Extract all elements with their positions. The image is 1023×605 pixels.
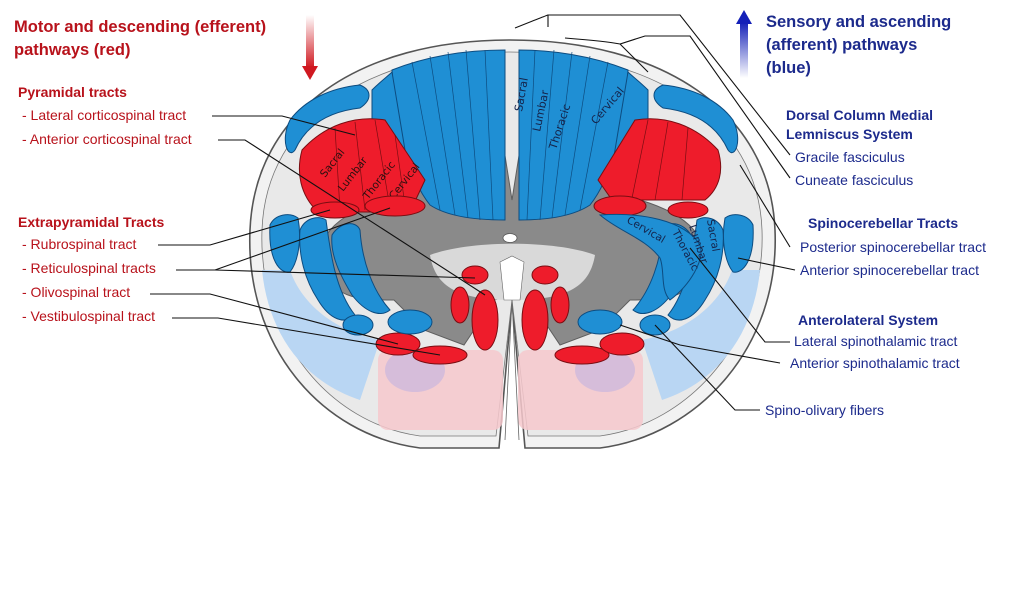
- central-canal: [502, 233, 518, 243]
- label-cuneate: Cuneate fasciculus: [795, 172, 914, 188]
- posterior-spinocerebellar-right: [653, 84, 739, 153]
- label-lateral-spinothalamic: Lateral spinothalamic tract: [794, 333, 958, 349]
- ascending-tracts: [269, 84, 754, 336]
- arrow-down-icon: [302, 15, 318, 80]
- anterolateral-right: [598, 213, 702, 301]
- right-segment-4: Sacral: [704, 218, 721, 252]
- anterior-corticospinal-right: [521, 289, 549, 351]
- dorsal-segment-1: Sacral: [512, 77, 531, 113]
- label-anterior-corticospinal: - Anterior corticospinal tract: [22, 131, 192, 147]
- spinocerebellar-heading: Spinocerebellar Tracts: [808, 215, 959, 231]
- arrow-up-icon: [736, 10, 752, 78]
- rubrospinal-right: [667, 201, 709, 219]
- efferent-title: Motor and descending (efferent) pathways…: [14, 16, 304, 62]
- afferent-title-line-2: (afferent) pathways: [766, 36, 918, 54]
- lateral-spinothalamic-right: [577, 309, 623, 335]
- afferent-title-line-3: (blue): [766, 59, 811, 77]
- lateral-corticospinal-right: [597, 118, 722, 201]
- label-vestibulospinal: - Vestibulospinal tract: [22, 308, 156, 324]
- leader-lines-left: [150, 115, 486, 356]
- label-posterior-spinocerebellar: Posterior spinocerebellar tract: [800, 239, 986, 255]
- dcml-heading-line-2: Lemniscus System: [786, 126, 913, 142]
- anterior-corticospinal-left: [471, 289, 499, 351]
- label-gracile: Gracile fasciculus: [795, 149, 905, 165]
- posterior-spinocerebellar-left: [284, 84, 370, 153]
- dcml-heading-line-1: Dorsal Column Medial: [786, 107, 934, 123]
- afferent-title-line-1: Sensory and ascending: [766, 13, 952, 31]
- afferent-title: Sensory and ascending (afferent) pathway…: [766, 11, 1006, 80]
- lateral-corticospinal-left: Sacral Lumbar Thoracic Cervical: [298, 118, 426, 213]
- anterolateral-heading: Anterolateral System: [798, 312, 939, 328]
- label-lateral-corticospinal: - Lateral corticospinal tract: [22, 107, 187, 123]
- rubrospinal-left: [310, 201, 360, 219]
- label-reticulospinal: - Reticulospinal tracts: [22, 260, 156, 276]
- extrapyramidal-heading: Extrapyramidal Tracts: [18, 214, 165, 230]
- label-anterior-spinothalamic: Anterior spinothalamic tract: [790, 355, 960, 371]
- label-anterior-spinocerebellar: Anterior spinocerebellar tract: [800, 262, 979, 278]
- pyramidal-heading: Pyramidal tracts: [18, 84, 127, 100]
- label-olivospinal: - Olivospinal tract: [22, 284, 131, 300]
- label-spino-olivary: Spino-olivary fibers: [765, 402, 885, 418]
- efferent-title-line-2: pathways (red): [14, 41, 131, 59]
- dcml-heading: Dorsal Column Medial Lemniscus System: [786, 106, 933, 144]
- efferent-title-line-1: Motor and descending (efferent): [14, 18, 267, 36]
- descending-tracts: [310, 195, 709, 365]
- leader-lines-right: [514, 14, 796, 411]
- label-rubrospinal: - Rubrospinal tract: [22, 236, 137, 252]
